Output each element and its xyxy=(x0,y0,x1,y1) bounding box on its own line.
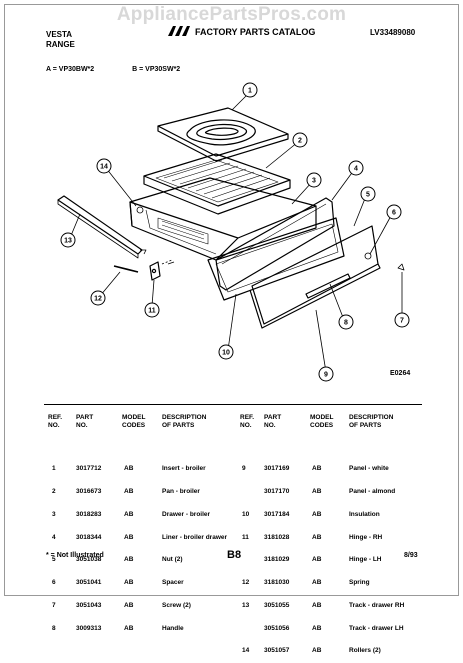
parts-left-ref: 1 2 3 4 5 6 7 8 xyxy=(52,450,56,640)
callout-10: 10 xyxy=(218,344,234,360)
table-row: 1 xyxy=(52,465,56,473)
door-panel xyxy=(251,225,379,325)
footer-date: 8/93 xyxy=(404,552,418,559)
callout-1: 1 xyxy=(242,82,258,98)
svg-text:9: 9 xyxy=(324,372,328,379)
spring xyxy=(113,265,139,273)
diagram-code: E0264 xyxy=(390,370,411,377)
parts-left-part: 3017712 3016673 3018283 3018344 3051038 … xyxy=(76,465,102,632)
model-a: A = VP30BW*2 xyxy=(46,66,95,73)
brand-line1: VESTA xyxy=(46,30,73,39)
svg-text:6: 6 xyxy=(392,210,396,217)
header-ref-left: REF.NO. xyxy=(48,414,63,429)
parts-right-model: AB AB AB AB AB AB AB AB AB xyxy=(312,465,322,655)
brand-line2: RANGE xyxy=(46,40,75,49)
parts-left-desc: Insert - broiler Pan - broiler Drawer - … xyxy=(162,465,228,632)
exploded-parts-diagram: 1 2 3 4 5 6 7 8 9 10 11 12 13 14 xyxy=(57,82,410,382)
page-frame xyxy=(4,4,459,596)
broiler-drawer xyxy=(129,177,317,239)
model-b: B = VP30SW*2 xyxy=(132,66,181,73)
svg-text:13: 13 xyxy=(64,238,72,245)
callout-3: 3 xyxy=(306,172,322,188)
table-row: 3 xyxy=(52,510,56,518)
table-row: 13 xyxy=(242,601,250,609)
table-row: 8 xyxy=(52,624,56,632)
svg-text:1: 1 xyxy=(248,88,252,95)
brand: VESTA RANGE xyxy=(46,30,75,50)
table-row xyxy=(242,488,249,496)
table-divider xyxy=(44,404,422,405)
table-row: 10 xyxy=(242,510,250,518)
svg-text:7: 7 xyxy=(400,318,404,325)
table-row: 7 xyxy=(52,601,56,609)
manufacturer-logo-icon xyxy=(168,26,190,36)
callout-2: 2 xyxy=(292,132,308,148)
callout-7: 7 xyxy=(394,312,410,328)
svg-text:11: 11 xyxy=(148,308,156,315)
parts-right-part: 3017169 3017170 3017184 3181028 3181029 … xyxy=(264,465,290,655)
hinge xyxy=(149,261,161,281)
parts-right-desc: Panel - white Panel - almond Insulation … xyxy=(349,465,405,655)
svg-text:10: 10 xyxy=(222,350,230,357)
page-number: B8 xyxy=(227,549,242,561)
callout-8: 8 xyxy=(338,314,354,330)
footer-note: * = Not Illustrated xyxy=(46,552,104,559)
callout-11: 11 xyxy=(144,302,160,318)
svg-text:8: 8 xyxy=(344,320,348,327)
table-row xyxy=(242,556,249,564)
table-row: 2 xyxy=(52,487,56,495)
svg-text:4: 4 xyxy=(354,166,358,173)
model-legend: A = VP30BW*2 B = VP30SW*2 xyxy=(46,65,216,75)
table-row: 4 xyxy=(52,533,56,541)
catalog-title: FACTORY PARTS CATALOG xyxy=(195,27,316,37)
svg-text:5: 5 xyxy=(366,192,370,199)
svg-text:2: 2 xyxy=(298,138,302,145)
handle xyxy=(305,273,351,299)
table-row: 5 xyxy=(52,556,56,564)
svg-text:3: 3 xyxy=(312,178,316,185)
watermark: AppliancePartsPros.com xyxy=(116,4,347,25)
callout-14: 14 xyxy=(96,158,112,174)
callout-balloons: 1 2 3 4 5 6 7 8 9 10 11 12 13 14 xyxy=(60,82,410,382)
table-row: 6 xyxy=(52,579,56,587)
callout-6: 6 xyxy=(386,204,402,220)
callout-9: 9 xyxy=(318,366,334,382)
table-row: 14 xyxy=(242,647,250,655)
table-row: 11 xyxy=(242,533,249,541)
broiler-insert xyxy=(157,107,289,157)
svg-text:14: 14 xyxy=(100,164,108,171)
table-row xyxy=(242,625,249,633)
doc-number: LV33489080 xyxy=(370,28,416,37)
table-row: 9 xyxy=(242,465,246,473)
svg-text:12: 12 xyxy=(94,296,102,303)
callout-4: 4 xyxy=(348,160,364,176)
drawer-liner xyxy=(215,197,335,291)
insulation xyxy=(207,217,345,301)
callout-13: 13 xyxy=(60,232,76,248)
header-ref-right: REF.NO. xyxy=(240,414,255,429)
callout-12: 12 xyxy=(90,290,106,306)
table-row: 12 xyxy=(242,579,250,587)
callout-5: 5 xyxy=(360,186,376,202)
parts-right-ref: 9 10 11 12 13 14 xyxy=(242,450,249,663)
parts-left-model: AB AB AB AB AB AB AB AB xyxy=(124,465,134,632)
